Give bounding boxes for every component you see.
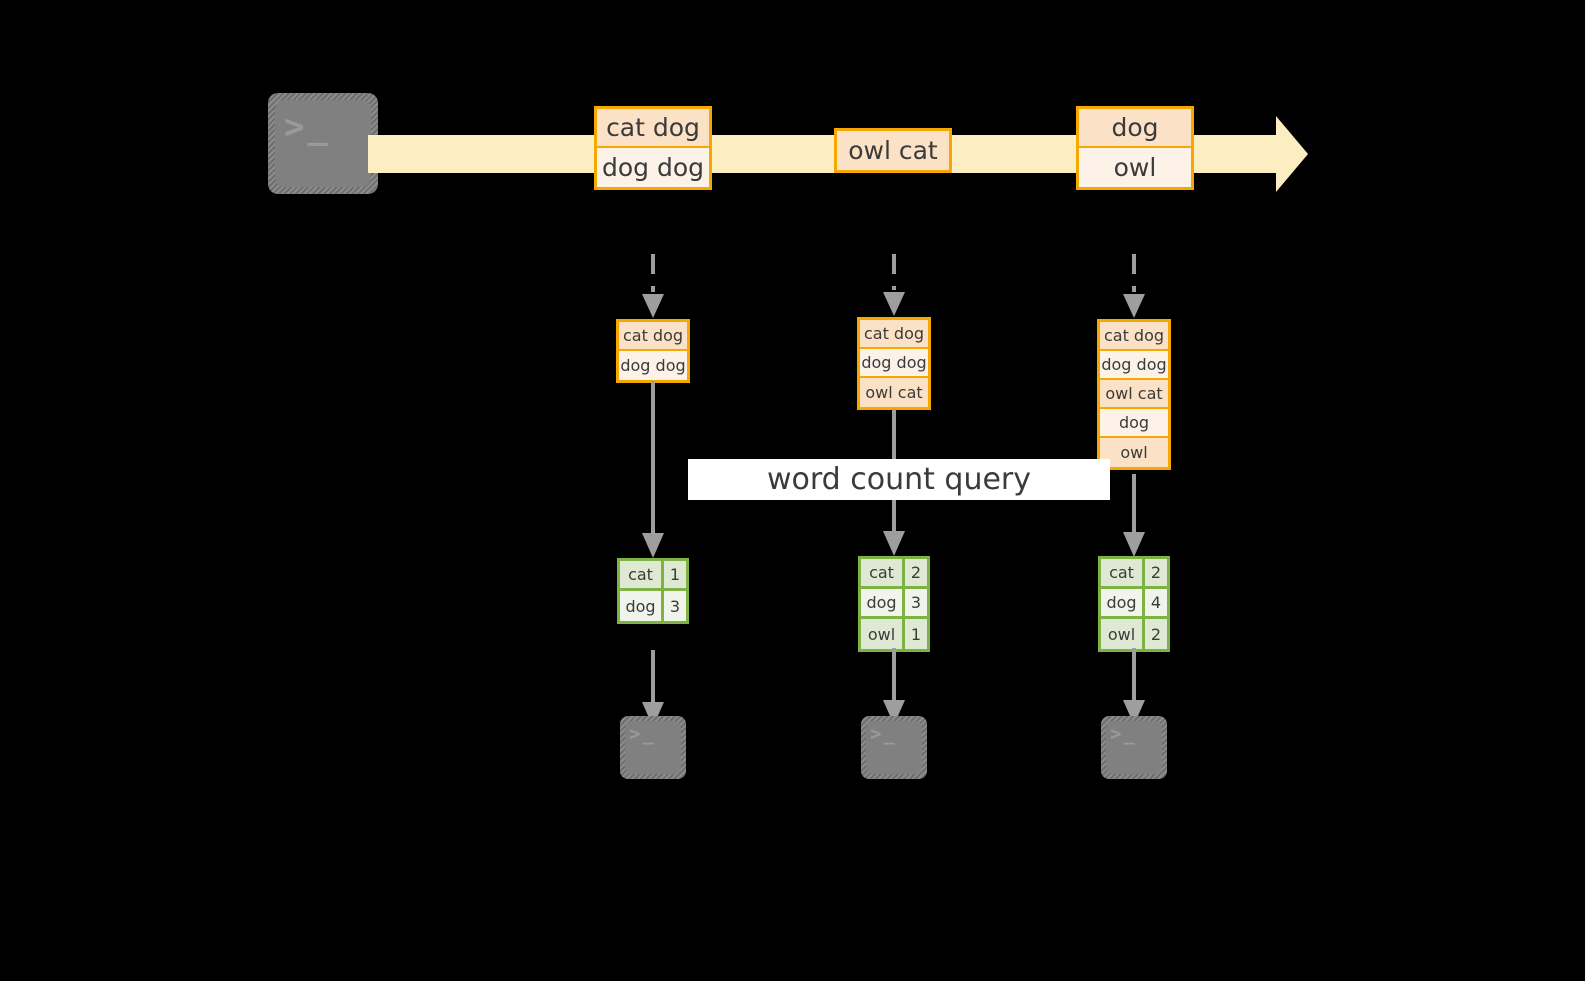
connector-sink-2 xyxy=(883,648,905,725)
stream-batch-1-line-1: cat dog xyxy=(597,109,709,148)
terminal-prompt-glyph: >_ xyxy=(1110,723,1137,745)
stream-batch-2: owl cat xyxy=(834,128,952,173)
stream-batch-3-line-2: owl xyxy=(1079,148,1191,187)
result-count: 4 xyxy=(1145,589,1167,616)
snapshot-3-result-table: cat 2 dog 4 owl 2 xyxy=(1098,556,1170,652)
connector-stream-to-snapshot-2 xyxy=(883,254,905,316)
connector-stream-to-snapshot-1 xyxy=(642,254,664,318)
result-word: dog xyxy=(861,589,905,616)
result-word: cat xyxy=(620,561,664,588)
terminal-prompt-glyph: >_ xyxy=(870,723,897,745)
snapshot-3-input-line-2: dog dog xyxy=(1100,351,1168,380)
snapshot-3-input-line-4: dog xyxy=(1100,409,1168,438)
connector-sink-1 xyxy=(642,650,664,727)
snapshot-1-input-line-2: dog dog xyxy=(619,351,687,380)
snapshot-3-input-line-5: owl xyxy=(1100,438,1168,467)
result-count: 2 xyxy=(905,559,927,586)
result-word: dog xyxy=(1101,589,1145,616)
terminal-prompt-glyph: >_ xyxy=(284,107,331,147)
result-count: 1 xyxy=(664,561,686,588)
stream-batch-3-line-1: dog xyxy=(1079,109,1191,148)
stream-batch-1: cat dog dog dog xyxy=(594,106,712,190)
snapshot-2-sink-terminal-icon: >_ xyxy=(861,716,927,779)
snapshot-2-input-line-3: owl cat xyxy=(860,378,928,407)
snapshot-2-input-line-2: dog dog xyxy=(860,349,928,378)
connector-stream-to-snapshot-3 xyxy=(1123,254,1145,318)
table-row: dog 3 xyxy=(620,591,686,621)
result-word: cat xyxy=(861,559,905,586)
result-word: cat xyxy=(1101,559,1145,586)
source-terminal-icon: >_ xyxy=(268,93,378,194)
snapshot-2-result-table: cat 2 dog 3 owl 1 xyxy=(858,556,930,652)
query-label: word count query xyxy=(688,459,1110,500)
terminal-screen xyxy=(1106,721,1162,774)
terminal-screen xyxy=(866,721,922,774)
result-word: owl xyxy=(861,619,905,649)
snapshot-1-input-line-1: cat dog xyxy=(619,322,687,351)
table-row: cat 2 xyxy=(1101,559,1167,589)
connector-sink-3 xyxy=(1123,648,1145,725)
stream-batch-2-line-1: owl cat xyxy=(837,131,949,170)
snapshot-1-sink-terminal-icon: >_ xyxy=(620,716,686,779)
stream-batch-3: dog owl xyxy=(1076,106,1194,190)
result-count: 3 xyxy=(664,591,686,621)
connector-query-3 xyxy=(1123,474,1145,557)
table-row: cat 1 xyxy=(620,561,686,591)
result-word: owl xyxy=(1101,619,1145,649)
table-row: owl 1 xyxy=(861,619,927,649)
snapshot-3-input-line-1: cat dog xyxy=(1100,322,1168,351)
snapshot-1-result-table: cat 1 dog 3 xyxy=(617,558,689,624)
result-count: 2 xyxy=(1145,619,1167,649)
result-count: 3 xyxy=(905,589,927,616)
connector-query-1 xyxy=(642,381,664,558)
snapshot-3-input-table: cat dog dog dog owl cat dog owl xyxy=(1097,319,1171,470)
snapshot-2-input-line-1: cat dog xyxy=(860,320,928,349)
snapshot-3-sink-terminal-icon: >_ xyxy=(1101,716,1167,779)
terminal-screen xyxy=(625,721,681,774)
snapshot-1-input-table: cat dog dog dog xyxy=(616,319,690,383)
terminal-screen xyxy=(275,100,371,187)
table-row: cat 2 xyxy=(861,559,927,589)
stream-arrow-head xyxy=(1232,116,1308,192)
snapshot-2-input-table: cat dog dog dog owl cat xyxy=(857,317,931,410)
terminal-prompt-glyph: >_ xyxy=(629,723,656,745)
table-row: dog 3 xyxy=(861,589,927,619)
table-row: owl 2 xyxy=(1101,619,1167,649)
table-row: dog 4 xyxy=(1101,589,1167,619)
result-count: 1 xyxy=(905,619,927,649)
result-count: 2 xyxy=(1145,559,1167,586)
result-word: dog xyxy=(620,591,664,621)
stream-batch-1-line-2: dog dog xyxy=(597,148,709,187)
snapshot-3-input-line-3: owl cat xyxy=(1100,380,1168,409)
